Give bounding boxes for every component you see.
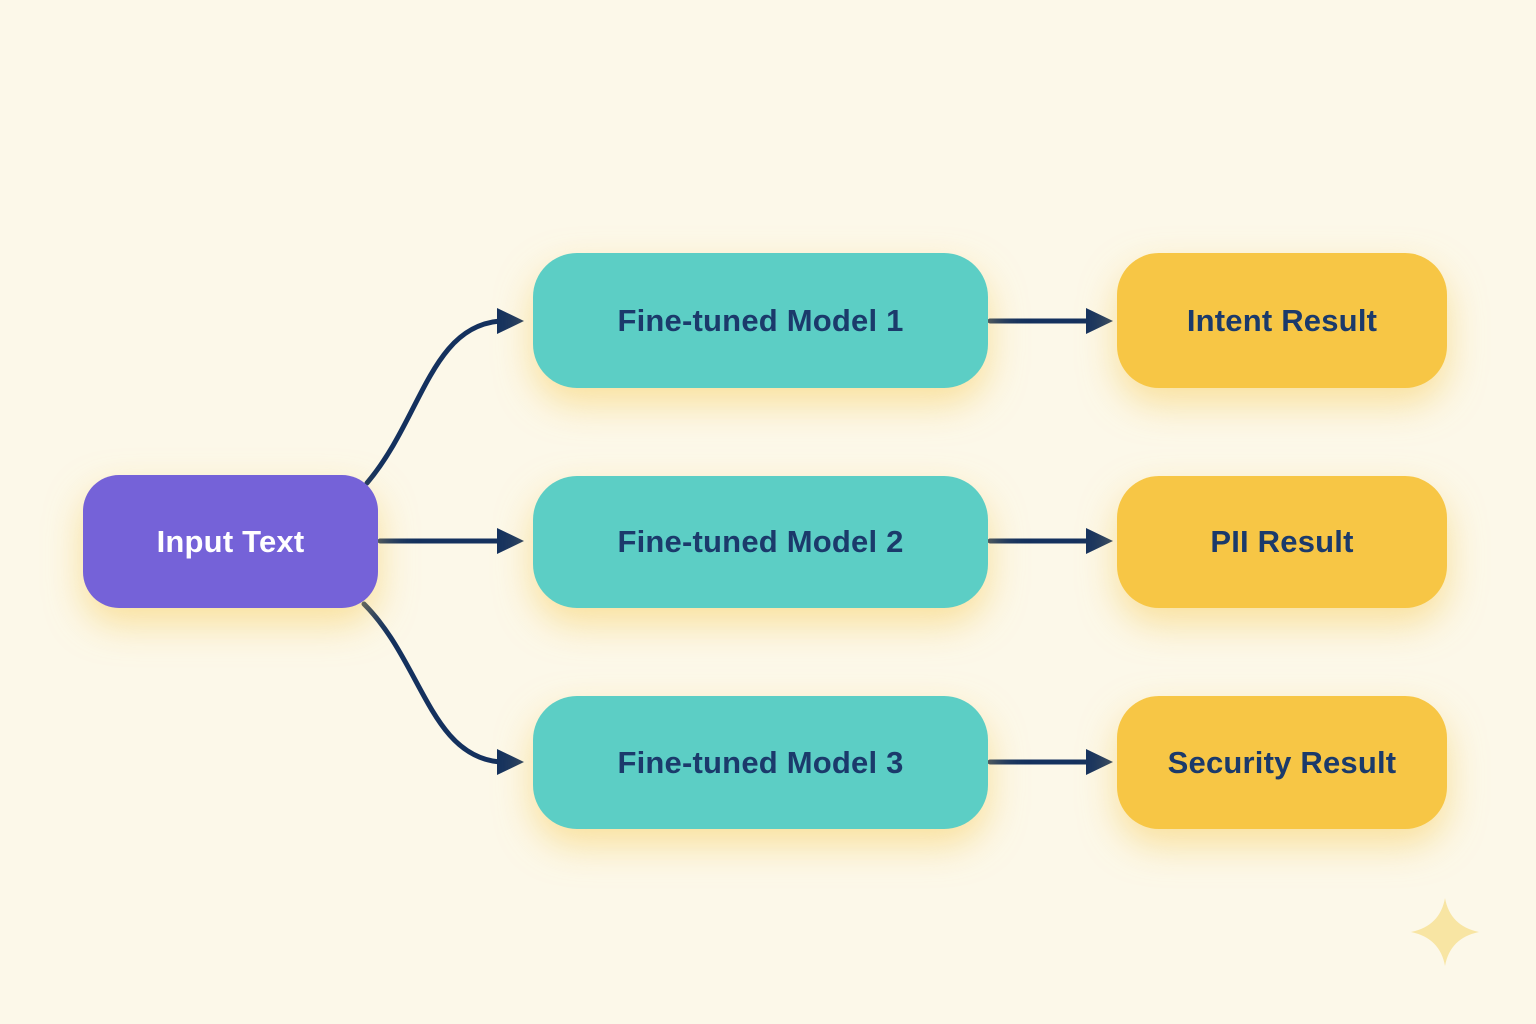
node-security-result: Security Result [1117, 696, 1447, 829]
node-fine-tuned-model-2-label: Fine-tuned Model 2 [617, 524, 904, 559]
node-intent-result: Intent Result [1117, 253, 1447, 388]
node-pii-result-label: PII Result [1210, 524, 1354, 559]
edge-input-to-model2 [377, 528, 524, 554]
edge-input-to-model3 [361, 601, 524, 775]
edge-model1-to-result1 [987, 308, 1113, 334]
node-fine-tuned-model-3-label: Fine-tuned Model 3 [617, 744, 904, 780]
node-input-text: Input Text [83, 475, 378, 608]
node-intent-result-label: Intent Result [1186, 302, 1378, 338]
node-fine-tuned-model-2: Fine-tuned Model 2 [533, 476, 988, 608]
edge-input-to-model1 [364, 308, 524, 486]
node-input-text-label: Input Text [156, 523, 305, 559]
edge-model2-to-result2 [987, 528, 1113, 554]
node-pii-result: PII Result [1117, 476, 1447, 608]
node-fine-tuned-model-1-label: Fine-tuned Model 1 [617, 302, 904, 338]
edge-model3-to-result3 [987, 749, 1113, 775]
node-fine-tuned-model-1: Fine-tuned Model 1 [533, 253, 988, 388]
node-fine-tuned-model-3: Fine-tuned Model 3 [533, 696, 988, 829]
sparkle-icon [1411, 898, 1479, 966]
node-security-result-label: Security Result [1167, 744, 1397, 780]
